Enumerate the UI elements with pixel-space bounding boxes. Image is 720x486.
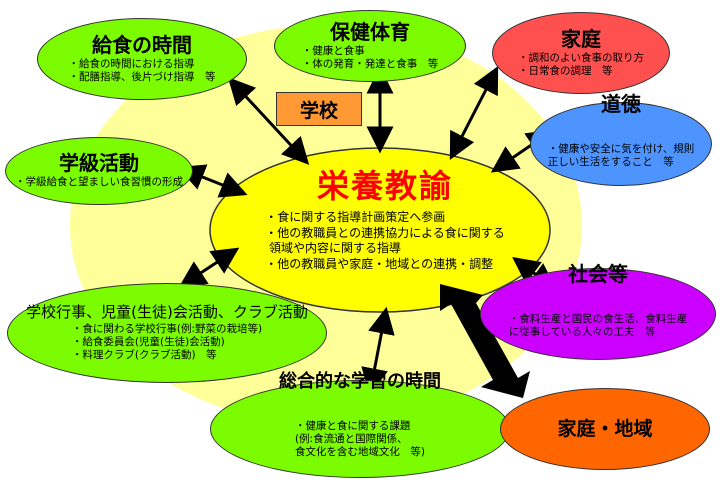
node-item: 学級給食と望ましい食習慣の形成 [15, 176, 184, 189]
center-item: ・他の教職員や家庭・地域との連携・調整 [265, 256, 494, 271]
node-item: 健康や安全に気を付け、規則 正しい生活をすること 等 [548, 143, 694, 169]
node-item: 料理クラブ(クラブ活動) 等 [72, 349, 262, 362]
node-item: 配膳指導、後片づけ指導 等 [69, 71, 216, 84]
node-item: 給食の時間における指導 [69, 58, 216, 71]
arrow-kyushoku [227, 77, 310, 165]
node-title: 家庭 [561, 26, 601, 51]
node-title: 家庭・地域 [557, 417, 653, 440]
node-dotoku: 道徳 健康や安全に気を付け、規則 正しい生活をすること 等 [530, 93, 712, 186]
node-hoken: 保健体育 健康と食事 体の発育・発達と食事 等 [274, 10, 466, 82]
node-kyushoku: 給食の時間 給食の時間における指導 配膳指導、後片づけ指導 等 [37, 18, 247, 100]
arrow-gakkyu [177, 164, 248, 198]
node-item: 食料生産と国民の食生活、食料生産 に従事している人々の工夫 等 [509, 313, 688, 339]
center-item: ・他の教職員との連携協力による食に関する 領域や内容に関する指導 [265, 225, 505, 256]
node-sogo: 総合的な学習の時間 健康と食に関する課題 (例:食流通と国際関係、 食文化を含む… [210, 372, 510, 478]
node-title: 道徳 [601, 91, 641, 116]
node-item: 日常食の調理 等 [518, 65, 644, 78]
center-title: 栄養教諭 [316, 167, 453, 205]
node-item: 給食委員会(児童(生徒)会活動) [72, 336, 262, 349]
node-title: 学級活動 [59, 151, 139, 176]
center-node: 栄養教諭 ・食に関する指導計画策定へ参画 ・他の教職員との連携協力による食に関す… [240, 170, 530, 290]
node-title: 給食の時間 [92, 32, 192, 57]
node-title: 保健体育 [330, 19, 410, 44]
arrow-sogo [361, 306, 395, 396]
arrow-chiiki-bold [440, 284, 530, 398]
center-item: ・食に関する指導計画策定へ参画 [265, 210, 446, 224]
node-shakai: 社会等 食料生産と国民の食生活、食料生産 に従事している人々の工夫 等 [480, 263, 716, 360]
school-label: 学校 [276, 92, 362, 126]
node-title: 社会等 [568, 261, 628, 286]
node-chiiki: 家庭・地域 [500, 388, 710, 470]
node-item: 体の発育・発達と食事 等 [302, 58, 438, 71]
node-gyoji: 学校行事、児童(生徒)会活動、クラブ活動 食に関わる学校行事(例:野菜の栽培等)… [7, 283, 327, 383]
center-items: ・食に関する指導計画策定へ参画 ・他の教職員との連携協力による食に関する 領域や… [265, 210, 505, 272]
arrow-gyoji [178, 247, 240, 288]
arrow-katei [449, 65, 499, 161]
node-katei: 家庭 調和のよい食事の取り方 日常食の調理 等 [492, 12, 670, 94]
node-item: 健康と食に関する課題 (例:食流通と国際関係、 食文化を含む地域文化 等) [295, 420, 425, 459]
node-item: 健康と食事 [302, 45, 439, 58]
node-title: 総合的な学習の時間 [279, 371, 441, 393]
node-gakkyu: 学級活動 学級給食と望ましい食習慣の形成 [5, 137, 193, 205]
node-title: 学校行事、児童(生徒)会活動、クラブ活動 [26, 303, 308, 322]
node-item: 食に関わる学校行事(例:野菜の栽培等) [72, 323, 262, 336]
node-item: 調和のよい食事の取り方 [518, 52, 645, 65]
